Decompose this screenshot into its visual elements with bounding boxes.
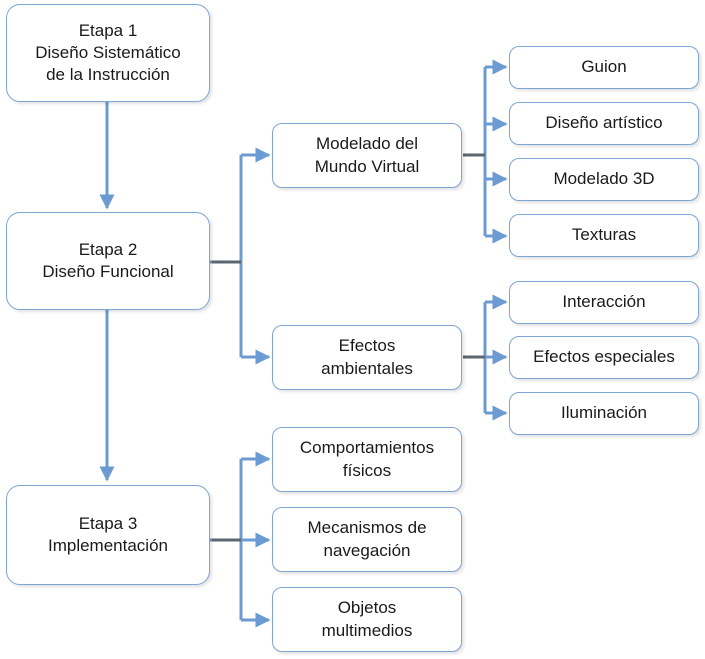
box-efectos: Efectos ambientales xyxy=(272,325,462,390)
etapa1-line2: Diseño Sistemático xyxy=(35,42,181,62)
box-etapa3: Etapa 3 Implementación xyxy=(6,485,210,585)
modelado-3d-label: Modelado 3D xyxy=(553,169,655,189)
box-diseno-artistico: Diseño artístico xyxy=(509,102,699,145)
modelado-line1: Modelado del xyxy=(315,134,419,154)
modelado-line2: Mundo Virtual xyxy=(314,156,420,176)
etapa1-line1: Etapa 1 xyxy=(78,20,138,40)
efectos-line1: Efectos xyxy=(338,336,396,356)
iluminacion-label: Iluminación xyxy=(561,403,647,423)
box-texturas: Texturas xyxy=(509,214,699,257)
box-comportamientos: Comportamientos físicos xyxy=(272,427,462,492)
branch-modelado xyxy=(463,59,508,244)
efectos-line2: ambientales xyxy=(321,358,413,378)
box-mecanismos: Mecanismos de navegación xyxy=(272,507,462,572)
box-interaccion: Interacción xyxy=(509,281,699,324)
box-etapa1: Etapa 1 Diseño Sistemático de la Instruc… xyxy=(6,4,210,102)
box-etapa2: Etapa 2 Diseño Funcional xyxy=(6,212,210,310)
mecanismos-line1: Mecanismos de xyxy=(307,518,427,538)
etapa3-line1: Etapa 3 xyxy=(78,513,138,533)
box-modelado: Modelado del Mundo Virtual xyxy=(272,123,462,188)
etapa2-line1: Etapa 2 xyxy=(78,239,138,259)
etapa2-line2: Diseño Funcional xyxy=(42,262,174,281)
box-modelado-3d: Modelado 3D xyxy=(509,158,699,201)
etapa3-line2: Implementación xyxy=(47,536,168,555)
objetos-line2: multimedios xyxy=(321,620,413,640)
box-efectos-especiales: Efectos especiales xyxy=(509,336,699,379)
box-objetos: Objetos multimedios xyxy=(272,587,462,652)
etapa1-line3: de la Instrucción xyxy=(46,65,170,85)
box-guion: Guion xyxy=(509,46,699,89)
branch-etapa2 xyxy=(210,147,271,365)
diseno-artistico-label: Diseño artístico xyxy=(545,113,663,133)
texturas-label: Texturas xyxy=(571,225,637,245)
efectos-especiales-label: Efectos especiales xyxy=(533,347,675,367)
comportamientos-line2: físicos xyxy=(342,460,392,480)
interaccion-label: Interacción xyxy=(562,292,646,312)
objetos-line1: Objetos xyxy=(337,598,397,618)
mecanismos-line2: navegación xyxy=(323,540,411,560)
guion-label: Guion xyxy=(581,57,627,77)
comportamientos-line1: Comportamientos xyxy=(299,438,435,458)
box-iluminacion: Iluminación xyxy=(509,392,699,435)
